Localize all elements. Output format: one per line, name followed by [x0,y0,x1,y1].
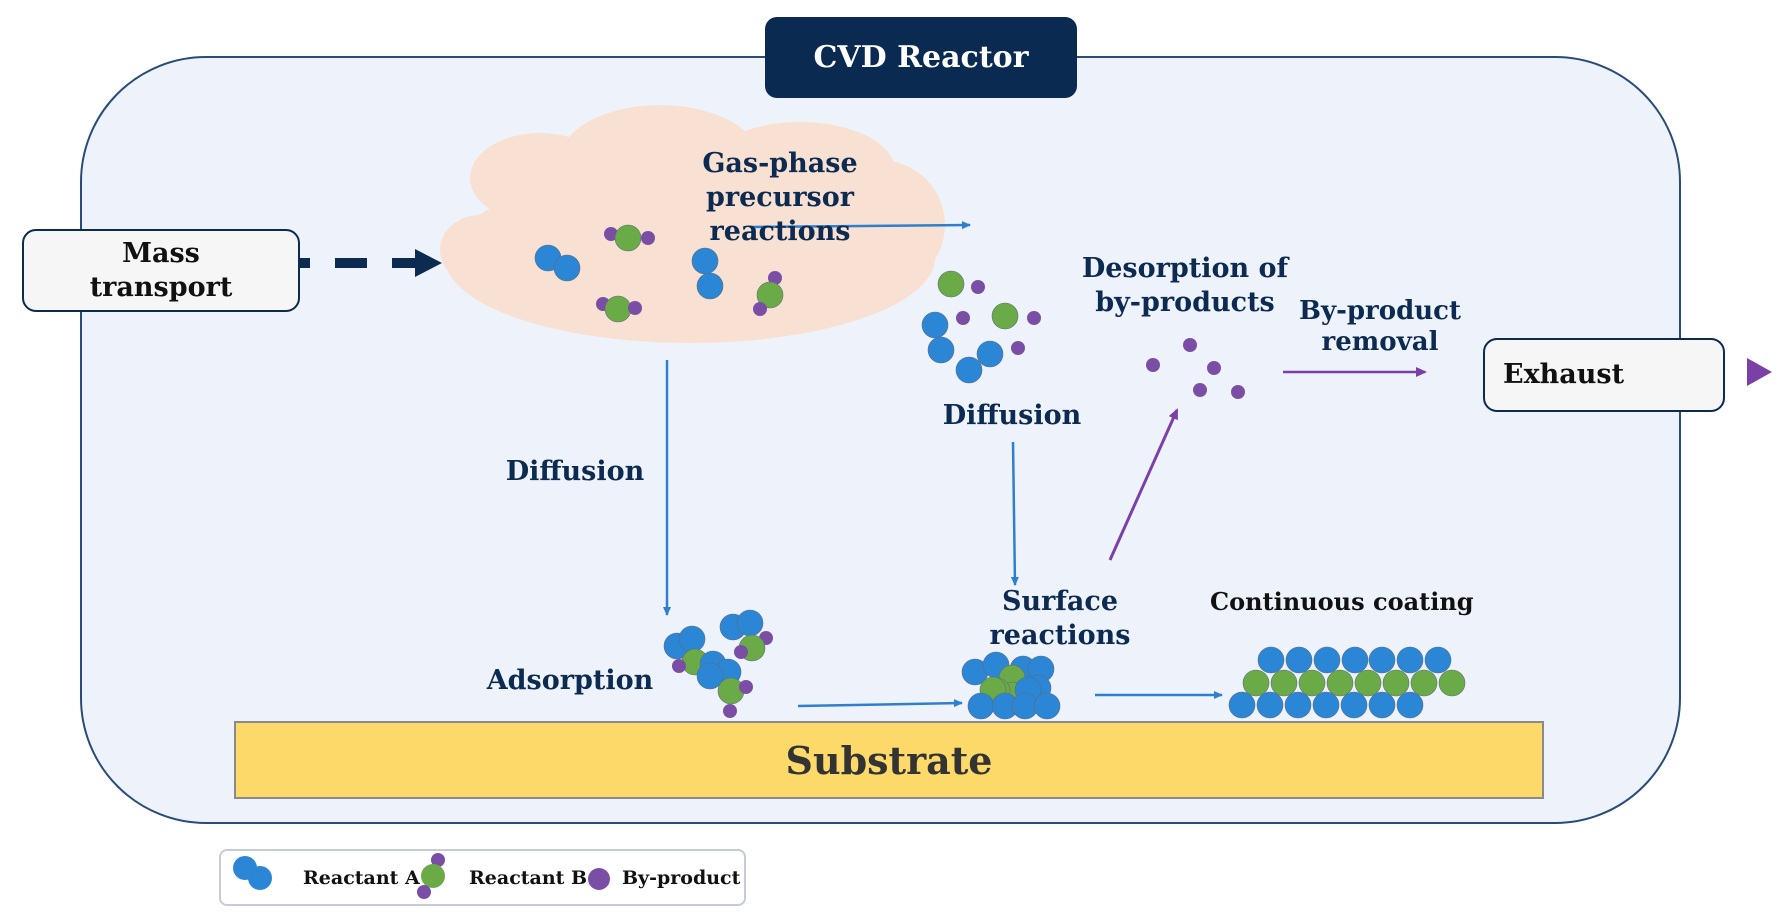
by-product-particle [628,301,642,315]
coating-particle [1424,646,1452,674]
coating-particle [1382,669,1410,697]
reactant-a-particle [976,340,1004,368]
molecules [534,224,1466,720]
by-product-particle [1231,385,1245,399]
legend-by-product-icon [588,868,610,890]
legend-reactant-b-icon [421,864,445,888]
continuous-coating-label: Continuous coating [1210,587,1474,616]
by-product-particle [641,231,655,245]
by-product-particle [739,680,753,694]
coating-particle [1284,691,1312,719]
arrow-desorption [1108,408,1179,561]
coating-particle [1313,646,1341,674]
legend-reactant-b-icon-bottom [417,885,431,899]
by-product-particle [768,271,782,285]
desorption-label: Desorption of by-products [1081,253,1289,318]
substrate-label: Substrate [785,737,993,783]
mass-transport-label: Mass transport [89,237,233,303]
reactant-b-particle [991,302,1019,330]
exhaust-box: Exhaust [1483,338,1725,412]
by-product-particle [971,280,985,294]
inlet-arrow [278,249,442,277]
by-product-particle [1011,341,1025,355]
reactant-b-particle [756,281,784,309]
by-product-particle [723,704,737,718]
arrow-gas-to-diffusion [749,221,971,230]
reactant-a-particle [736,609,764,637]
coating-particle [1285,646,1313,674]
diffusion-right-label: Diffusion [942,400,1082,431]
coating-particle [1242,669,1270,697]
reactant-a-particle [967,692,995,720]
reactant-a-particle [696,662,724,690]
mass-transport-box: Mass transport [22,229,300,312]
by-product-particle [1193,383,1207,397]
reactant-a-particle [691,247,719,275]
coating-particle [1368,646,1396,674]
reactant-b-particle [604,295,632,323]
reactant-a-particle [927,336,955,364]
legend: Reactant A Reactant B By-product [219,849,746,906]
reactant-a-particle [678,625,706,653]
coating-particle [1354,669,1382,697]
legend-swatches [233,853,610,899]
diffusion-left-label: Diffusion [505,456,645,487]
by-product-particle [734,645,748,659]
reactor-title: CVD Reactor [765,17,1077,98]
by-product-particle [1027,311,1041,325]
arrow-adsorption-to-surface [797,699,963,708]
coating-particle [1368,691,1396,719]
gas-cloud [440,105,945,343]
reactant-a-particle [553,254,581,282]
coating-particle [1410,669,1438,697]
coating-particle [1256,691,1284,719]
coating-particle [1340,691,1368,719]
by-product-particle [1146,358,1160,372]
coating-particle [1396,646,1424,674]
byproduct-removal-label: By-product removal [1298,296,1462,358]
adsorption-label: Adsorption [486,665,654,696]
reactant-b-particle [614,224,642,252]
by-product-particle [753,302,767,316]
surface-reactions-label: Surface reactions [989,586,1131,651]
by-product-particle [1207,361,1221,375]
exhaust-label: Exhaust [1503,359,1625,391]
legend-reactant-a-label: Reactant A [303,867,420,889]
reactant-a-particle [696,272,724,300]
coating-particle [1326,669,1354,697]
reactant-b-particle [937,270,965,298]
reactant-a-particle [1033,692,1061,720]
legend-by-product-label: By-product [622,867,741,889]
arrow-diffusion-right [1010,441,1019,586]
by-product-particle [1183,338,1197,352]
reactant-b-particle [717,677,745,705]
coating-particle [1396,691,1424,719]
coating-particle [1270,669,1298,697]
coating-particle [1228,691,1256,719]
legend-reactant-a-icon-2 [248,866,272,890]
legend-reactant-b-icon-top [431,853,445,867]
reactant-a-particle [955,356,983,384]
substrate: Substrate [234,721,1544,799]
coating-particle [1257,646,1285,674]
coating-particle [1298,669,1326,697]
by-product-particle [604,227,618,241]
legend-reactant-b-label: Reactant B [469,867,588,889]
by-product-particle [672,659,686,673]
gas-phase-label: Gas-phase precursor reactions [702,148,858,247]
coating-particle [1312,691,1340,719]
coating-particle [1438,669,1466,697]
reactant-a-particle [921,311,949,339]
coating-particle [1341,646,1369,674]
by-product-particle [956,311,970,325]
